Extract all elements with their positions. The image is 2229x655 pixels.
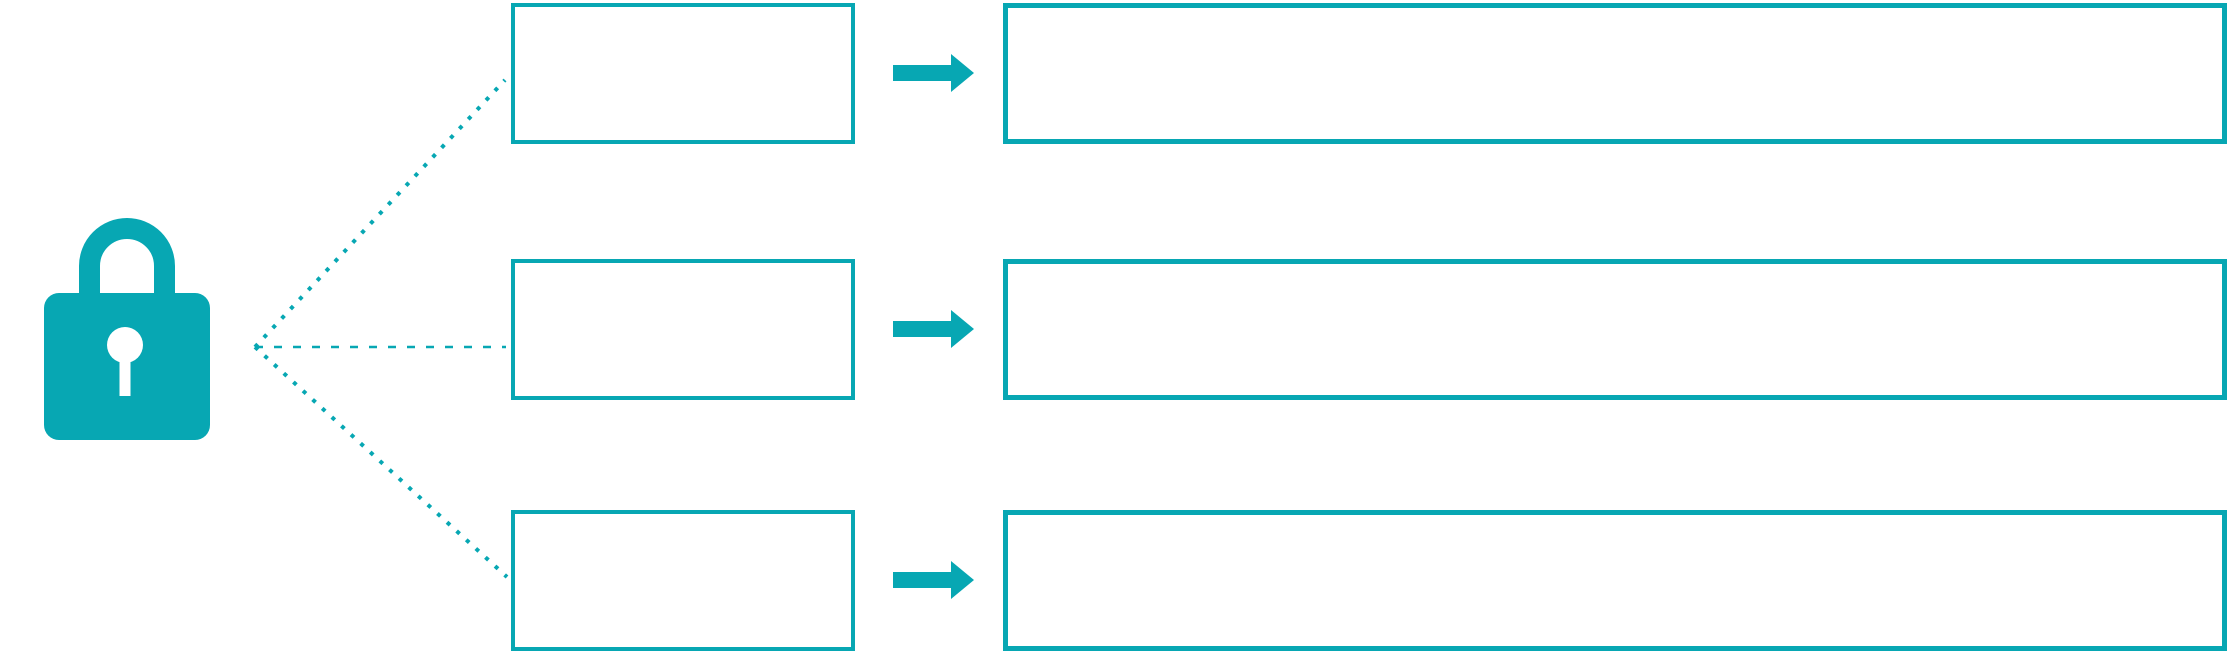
definition-box-1 [1003, 3, 2227, 144]
term-box-2 [511, 259, 855, 400]
keyhole-circle [107, 327, 143, 363]
padlock-shackle [79, 218, 175, 306]
keyhole-stem [119, 348, 131, 396]
padlock-icon [44, 218, 210, 440]
term-box-3 [511, 510, 855, 651]
right-arrow-icon [893, 561, 974, 599]
definition-box-3 [1003, 510, 2227, 651]
definition-box-2 [1003, 259, 2227, 400]
right-arrow-icon [893, 54, 974, 92]
right-arrow-icon [893, 310, 974, 348]
term-box-1 [511, 3, 855, 144]
dotted-line-top [253, 78, 507, 349]
dotted-line-bottom [253, 345, 509, 579]
